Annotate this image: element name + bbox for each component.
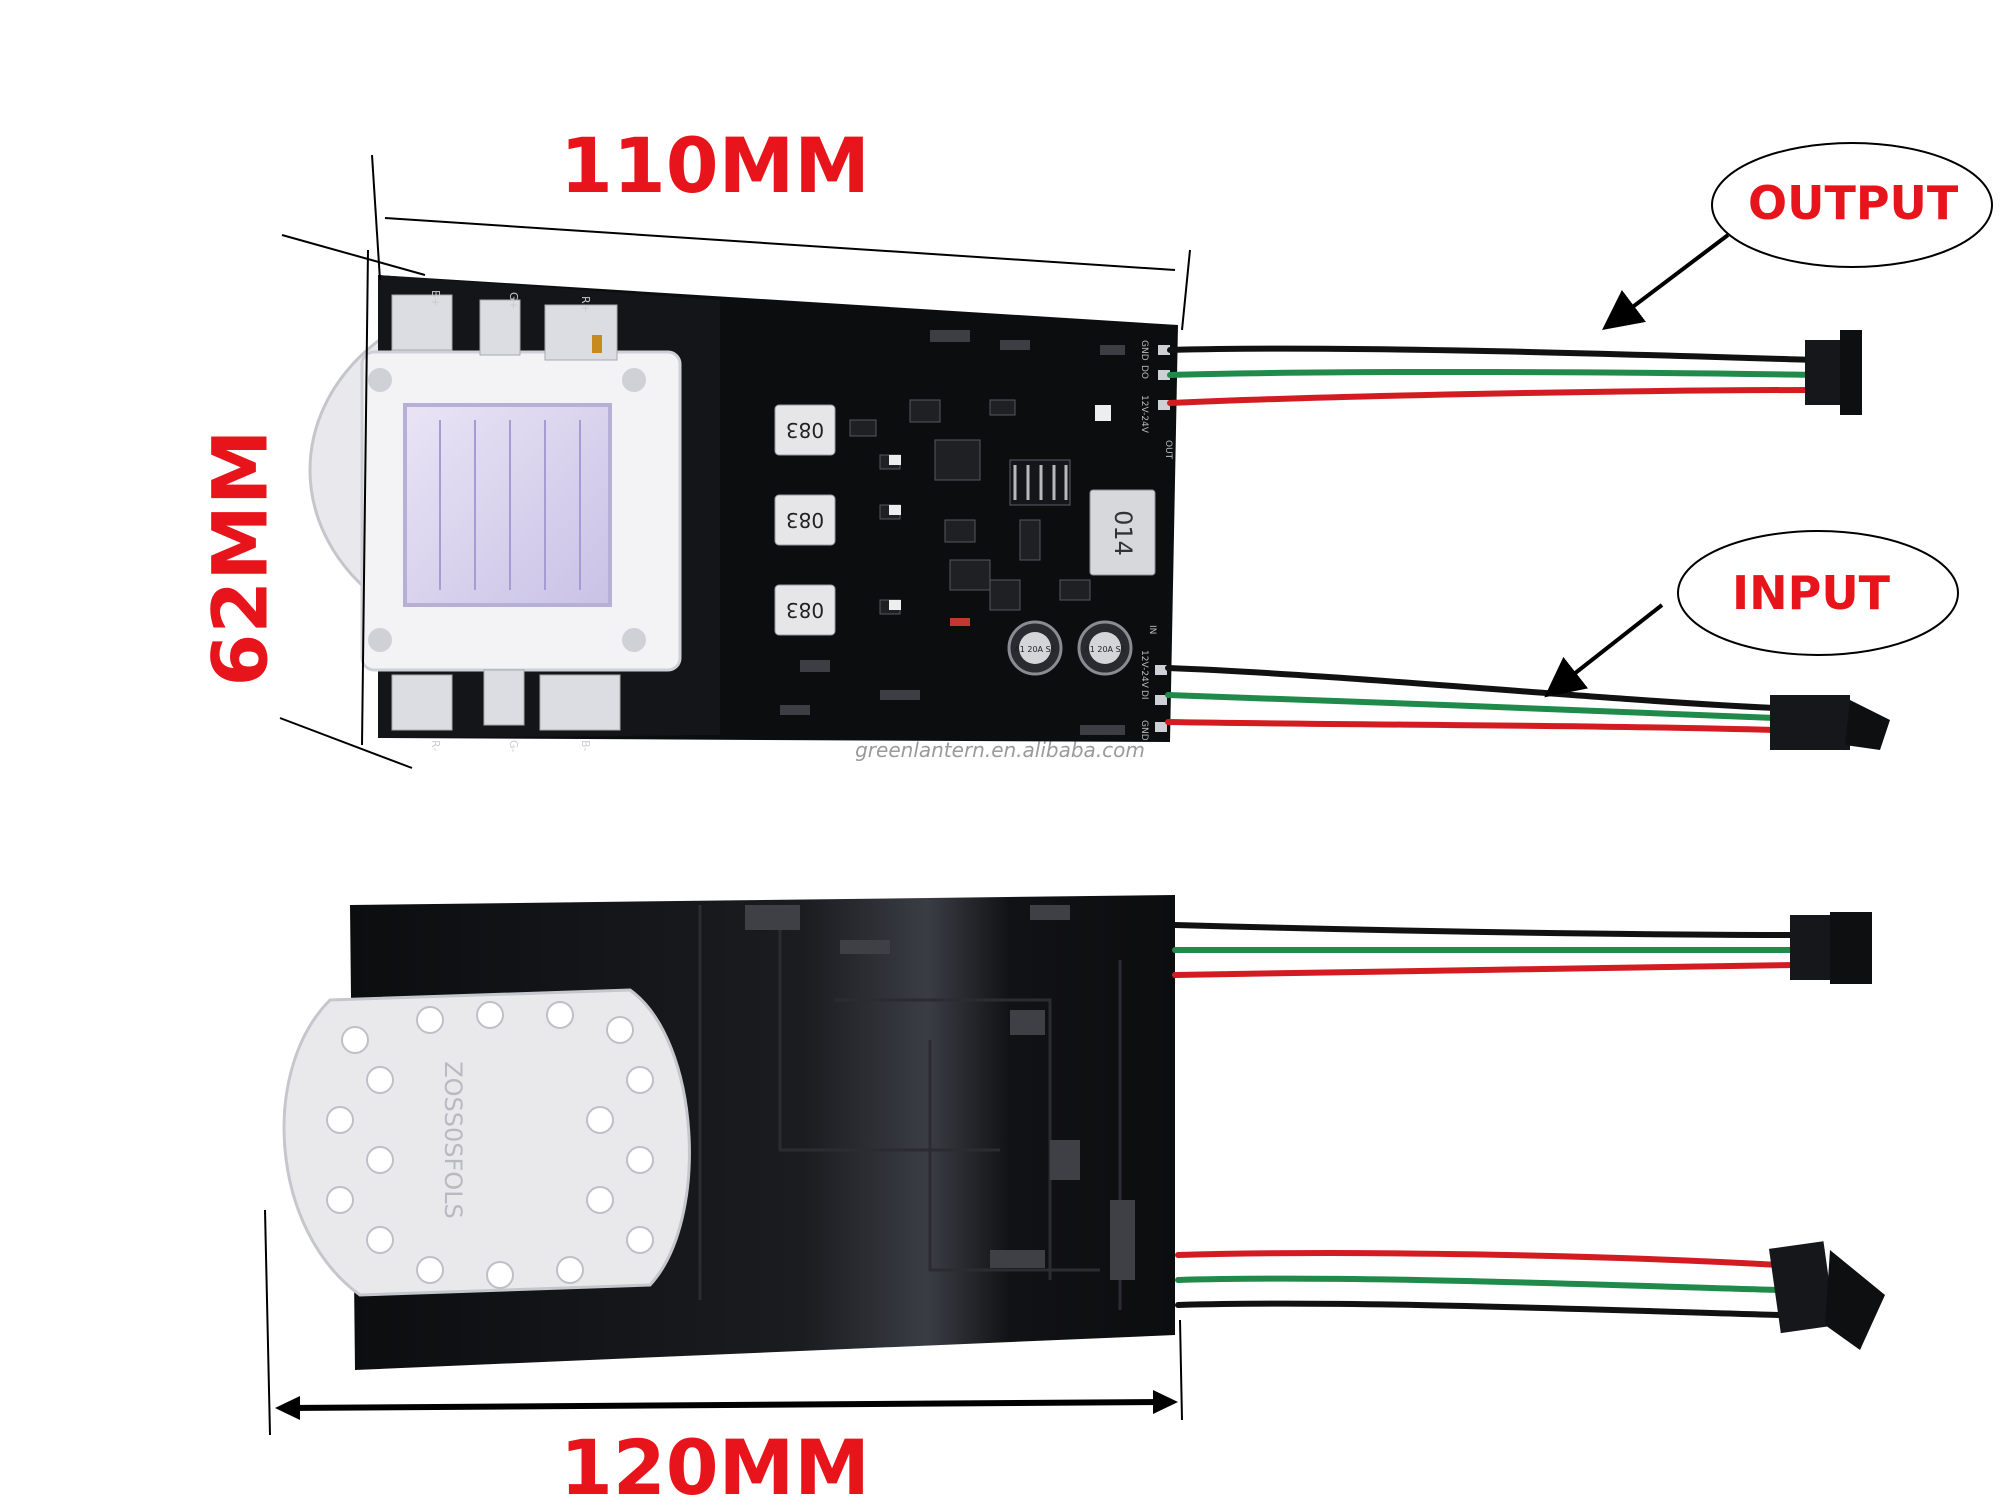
pad-label-g-minus: G- [507, 740, 520, 753]
dimension-arrow-120mm [275, 1390, 1178, 1420]
inductor-1: 083 [774, 404, 836, 456]
input-cable-bottom [1175, 1250, 1783, 1318]
output-connector-top [1805, 330, 1862, 415]
svg-text:12V-24V: 12V-24V [1139, 395, 1149, 434]
svg-text:083: 083 [786, 598, 824, 622]
led-die-grid [439, 420, 581, 590]
svg-text:083: 083 [786, 508, 824, 532]
output-callout-label: OUTPUT [1748, 176, 1959, 230]
pad-label-r-minus: R- [429, 740, 442, 751]
svg-text:A1 20A SS: A1 20A SS [1014, 645, 1055, 654]
input-pin-labels: IN 12V-24V DI GND [1139, 625, 1157, 741]
bottom-board-back: ZOSS0SFOLS [282, 895, 1175, 1370]
pad-label-b-plus: B+ [429, 290, 442, 307]
output-pin-labels: GND DO 12V-24V OUT [1139, 340, 1173, 460]
input-connector-top [1770, 695, 1890, 750]
dimension-label-length-top: 110MM [560, 121, 870, 210]
svg-text:OUT: OUT [1163, 440, 1173, 460]
solder-pads-top-row [391, 294, 618, 361]
dimension-label-width: 62MM [195, 429, 285, 687]
capacitor-2: A1 20A SS [1077, 620, 1133, 676]
svg-text:12V-24V: 12V-24V [1139, 650, 1149, 689]
power-inductor: 014 [1089, 489, 1156, 576]
svg-text:A1 20A SS: A1 20A SS [1084, 645, 1125, 654]
via-dots [780, 330, 1125, 735]
input-callout-label: INPUT [1732, 566, 1891, 620]
input-callout [1544, 530, 1959, 698]
via-dots-bottom [745, 905, 1135, 1280]
output-cable-bottom [1172, 922, 1798, 978]
pad-label-b-minus: B- [579, 740, 592, 752]
top-board-front: B+ G+ R+ R- G- B- 083 083 083 [308, 275, 1178, 762]
smd-components [849, 399, 1091, 615]
ic-chip [1009, 459, 1071, 506]
watermark-text: greenlantern.en.alibaba.com [855, 738, 1145, 762]
input-cable-top [1165, 665, 1778, 733]
input-connector-bottom [1768, 1241, 1885, 1350]
solder-pads-bottom-row [391, 669, 621, 731]
dimension-label-length-bottom: 120MM [560, 1423, 870, 1512]
output-connector-bottom [1790, 912, 1872, 984]
inductor-3: 083 [774, 584, 836, 636]
pad-label-g-plus: G+ [507, 292, 520, 310]
svg-text:IN: IN [1147, 625, 1157, 634]
output-callout [1602, 142, 1993, 331]
svg-text:GND: GND [1139, 340, 1149, 361]
svg-text:GND: GND [1139, 720, 1149, 741]
svg-text:014: 014 [1109, 510, 1137, 556]
svg-text:083: 083 [786, 418, 824, 442]
led-back-marking: ZOSS0SFOLS [439, 1061, 467, 1219]
led-heatsink-bottom [282, 988, 691, 1297]
capacitor-1: A1 20A SS [1007, 620, 1063, 676]
svg-text:DO: DO [1139, 365, 1149, 379]
svg-text:DI: DI [1139, 690, 1149, 700]
output-cable-top [1167, 345, 1818, 406]
inductor-2: 083 [774, 494, 836, 546]
pad-label-r-plus: R+ [579, 296, 592, 313]
smd-white-chip [889, 455, 901, 465]
led-back-holes [326, 1001, 654, 1289]
dimension-lines [264, 154, 1191, 1436]
